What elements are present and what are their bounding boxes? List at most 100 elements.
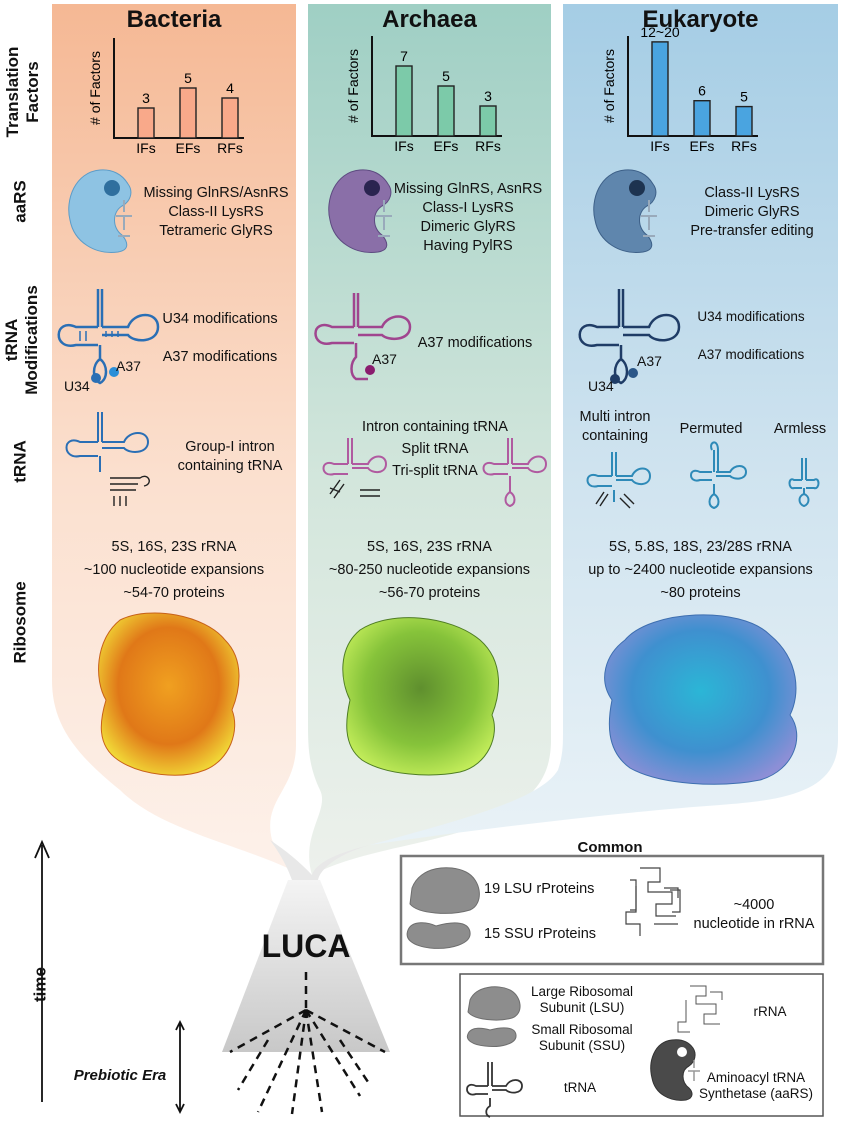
- bar: [651, 41, 669, 137]
- ribosome-feature: ~56-70 proteins: [378, 585, 481, 601]
- legend-trna-text: tRNA: [563, 1080, 597, 1095]
- eukaryote-trna-icon: [578, 289, 681, 385]
- trna-feature: Intron containing tRNA: [362, 419, 508, 435]
- mod-feature: A37 modifications: [162, 349, 278, 365]
- archaea-aars-icon: [328, 169, 392, 253]
- bacteria-mod-text: U34 modifications A37 modifications: [150, 300, 290, 376]
- x-tick-label: RFs: [731, 138, 757, 154]
- euk-permuted-trna-icon: [690, 441, 748, 510]
- aars-feature: Pre-transfer editing: [690, 223, 814, 239]
- bar-value-label: 5: [442, 68, 450, 84]
- legend-rrna-text: rRNA: [753, 1004, 787, 1019]
- bar: [395, 65, 413, 137]
- euk-multi-intron-text: Multi intron containing: [579, 409, 651, 444]
- y-axis-label: # of Factors: [345, 49, 361, 123]
- bar-value-label: 5: [740, 89, 748, 105]
- bar: [735, 105, 753, 137]
- legend-trna-icon: [466, 1062, 523, 1118]
- bar-value-label: 4: [226, 80, 234, 96]
- archaea-split-trna-icon: [322, 438, 388, 499]
- euk-multi-intron-trna-icon: [586, 452, 652, 509]
- bacteria-intron-trna-icon: [65, 412, 150, 506]
- mod-feature: U34 modifications: [162, 311, 278, 327]
- y-axis-label: # of Factors: [601, 49, 617, 123]
- bar-value-label: 3: [142, 90, 150, 106]
- bacteria-u34-tag: U34: [64, 378, 90, 394]
- chart-axis: [371, 36, 502, 137]
- bar-value-label: 3: [484, 88, 492, 104]
- archaea-ribosome-text: 5S, 16S, 23S rRNA ~80-250 nucleotide exp…: [308, 536, 551, 605]
- mod-feature: U34 modifications: [697, 309, 805, 324]
- common-ssu-text: 15 SSU rProteins: [484, 926, 597, 942]
- legend-aars-text: Aminoacyl tRNA Synthetase (aaRS): [698, 1070, 814, 1101]
- trna-row-icons: [65, 412, 820, 510]
- archaea-a37-tag: A37: [372, 351, 397, 367]
- eukaryote-mod-text: U34 modifications A37 modifications: [676, 298, 826, 374]
- archaea-aars-text: Missing GlnRS, AsnRS Class-I LysRS Dimer…: [388, 180, 548, 256]
- euk-armless-text: Armless: [773, 421, 827, 437]
- trna-feature: Split tRNA: [401, 441, 469, 457]
- eukaryote-aars-text: Class-II LysRS Dimeric GlyRS Pre-transfe…: [672, 184, 832, 241]
- ribosome-feature: 5S, 5.8S, 18S, 23/28S rRNA: [609, 539, 792, 555]
- archaea-trna-icon: [314, 293, 412, 381]
- x-tick-label: IFs: [136, 140, 155, 156]
- archaea-trna-text: Intron containing tRNA Split tRNA Tri-sp…: [340, 416, 530, 482]
- bar-value-label: 7: [400, 48, 408, 64]
- bar-value-label: 5: [184, 70, 192, 86]
- bacteria-title: Bacteria: [126, 6, 222, 33]
- eukaryote-ribosome-model: [604, 614, 798, 785]
- archaea-trisplit-trna-icon: [482, 438, 548, 508]
- trna-mod-icons: [57, 289, 681, 385]
- trna-feature: Group-I intron: [185, 439, 275, 455]
- legend-ssu-icon: [466, 1027, 517, 1047]
- chart-axis: [627, 36, 758, 137]
- common-rrna-icon: [625, 867, 681, 936]
- common-ssu-icon: [406, 922, 471, 949]
- bacteria-trna-text: Group-I intron containing tRNA: [160, 438, 300, 476]
- bar-value-label: 6: [698, 83, 706, 99]
- common-lsu-icon: [409, 867, 480, 914]
- archaea-a37-dot: [365, 365, 375, 375]
- bar: [221, 97, 239, 139]
- x-tick-label: IFs: [650, 138, 669, 154]
- bacteria-trna-icon: [57, 289, 160, 385]
- aars-feature: Class-II LysRS: [168, 204, 264, 220]
- bar-value-label: 12~20: [640, 24, 680, 40]
- bacteria-aars-text: Missing GlnRS/AsnRS Class-II LysRS Tetra…: [136, 184, 296, 241]
- x-tick-label: RFs: [475, 138, 501, 154]
- x-tick-label: IFs: [394, 138, 413, 154]
- bacteria-ribosome-text: 5S, 16S, 23S rRNA ~100 nucleotide expans…: [52, 536, 296, 605]
- eukaryote-a37-tag: A37: [637, 353, 662, 369]
- aars-icons: [68, 169, 657, 253]
- prebiotic-era-label: Prebiotic Era: [73, 1067, 167, 1084]
- aars-feature: Class-I LysRS: [422, 200, 514, 216]
- eukaryote-u34-tag: U34: [588, 378, 614, 394]
- ribosome-structures: [98, 612, 798, 785]
- x-tick-label: EFs: [434, 138, 459, 154]
- bar: [479, 105, 497, 137]
- aars-feature: Missing GlnRS, AsnRS: [393, 181, 543, 197]
- ribosome-feature: ~54-70 proteins: [123, 585, 225, 601]
- aars-feature: Tetrameric GlyRS: [159, 223, 273, 239]
- aars-feature: Having PylRS: [423, 238, 513, 254]
- ribosome-feature: up to ~2400 nucleotide expansions: [588, 562, 813, 578]
- bar: [137, 107, 155, 139]
- common-rrna-text: ~4000 nucleotide in rRNA: [693, 897, 815, 932]
- x-tick-label: EFs: [176, 140, 201, 156]
- legend-lsu-icon: [467, 986, 521, 1021]
- mod-feature: A37 modifications: [697, 347, 805, 362]
- eukaryote-ribosome-text: 5S, 5.8S, 18S, 23/28S rRNA up to ~2400 n…: [563, 536, 838, 605]
- legend-ssu-text: Small Ribosomal Subunit (SSU): [531, 1022, 633, 1053]
- archaea-mod-text: A37 modifications: [417, 335, 533, 351]
- ribosome-feature: ~80 proteins: [660, 585, 741, 601]
- common-title: Common: [577, 839, 643, 856]
- euk-armless-trna-icon: [788, 458, 820, 508]
- chart-axis: [113, 38, 244, 139]
- bar: [179, 87, 197, 139]
- eukaryote-aars-icon: [593, 169, 657, 253]
- bacteria-a37-tag: A37: [116, 358, 141, 374]
- ribosome-feature: 5S, 16S, 23S rRNA: [111, 539, 237, 555]
- aars-feature: Class-II LysRS: [704, 185, 800, 201]
